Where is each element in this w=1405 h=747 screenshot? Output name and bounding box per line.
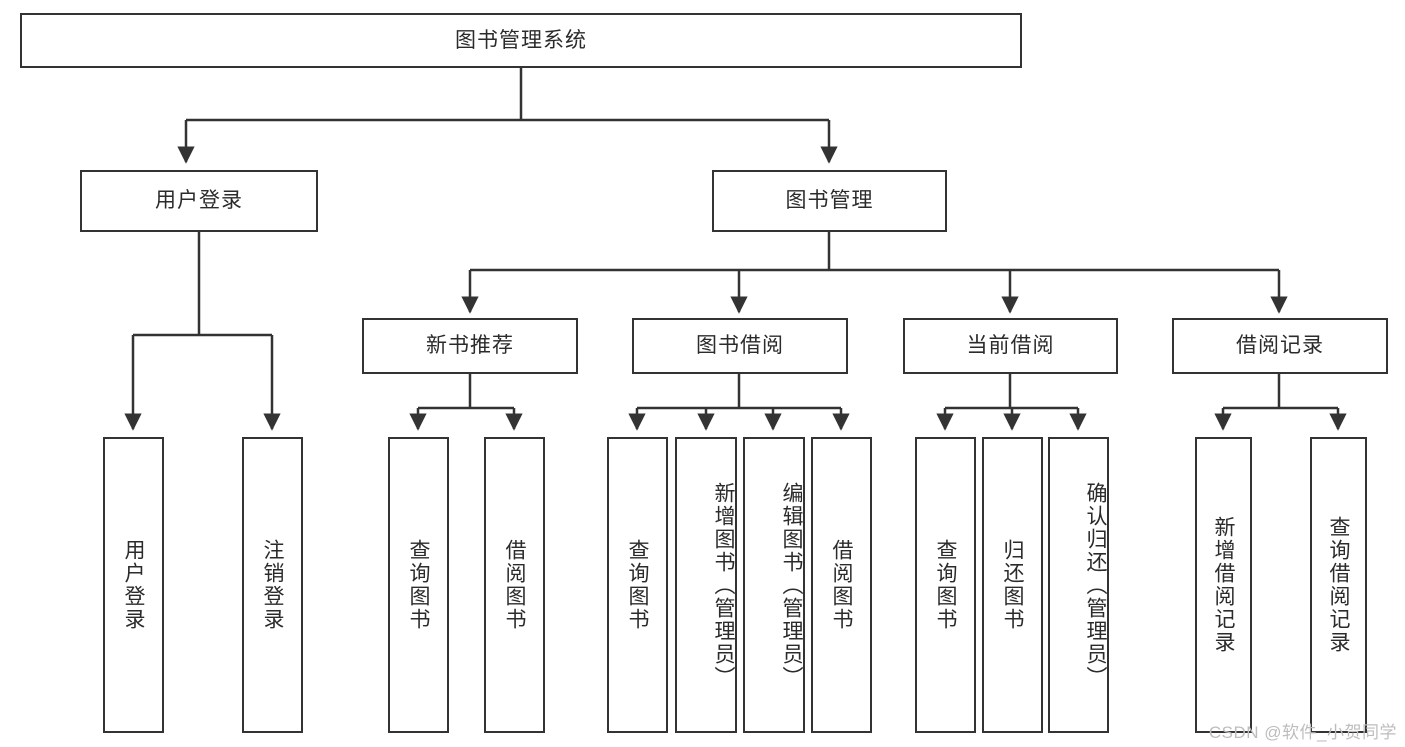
node-label: 归还图书 bbox=[1001, 539, 1025, 631]
node-label: 查询图书 bbox=[626, 539, 650, 631]
node-leaf-query-book-current[interactable]: 查询图书 bbox=[915, 437, 976, 733]
node-label: 当前借阅 bbox=[966, 334, 1055, 358]
node-label: 查询图书 bbox=[407, 539, 431, 631]
node-label: 查询图书 bbox=[934, 539, 958, 631]
node-label: 确认归还（管理员） bbox=[1084, 481, 1107, 689]
node-label: 编辑图书（管理员） bbox=[780, 481, 803, 689]
node-leaf-confirm-return-admin[interactable]: 确认归还（管理员） bbox=[1048, 437, 1109, 733]
node-book-management[interactable]: 图书管理 bbox=[712, 170, 947, 232]
node-label: 用户登录 bbox=[155, 189, 243, 213]
node-label: 新书推荐 bbox=[426, 334, 514, 358]
node-leaf-query-book-borrow[interactable]: 查询图书 bbox=[607, 437, 668, 733]
node-label: 新增图书（管理员） bbox=[712, 481, 735, 689]
node-leaf-logout-login[interactable]: 注销登录 bbox=[242, 437, 303, 733]
node-current-borrow[interactable]: 当前借阅 bbox=[903, 318, 1118, 374]
node-label: 用户登录 bbox=[122, 539, 146, 631]
node-borrow-record[interactable]: 借阅记录 bbox=[1172, 318, 1388, 374]
node-label: 查询借阅记录 bbox=[1327, 516, 1351, 654]
node-root-book-management-system[interactable]: 图书管理系统 bbox=[20, 13, 1022, 68]
node-label: 新增借阅记录 bbox=[1212, 516, 1236, 654]
node-leaf-query-borrow-record[interactable]: 查询借阅记录 bbox=[1310, 437, 1367, 733]
node-label: 注销登录 bbox=[261, 539, 285, 631]
node-leaf-add-book-admin[interactable]: 新增图书（管理员） bbox=[675, 437, 737, 733]
node-user-login[interactable]: 用户登录 bbox=[80, 170, 318, 232]
node-leaf-edit-book-admin[interactable]: 编辑图书（管理员） bbox=[743, 437, 805, 733]
node-label: 图书管理系统 bbox=[455, 28, 587, 52]
node-label: 借阅图书 bbox=[503, 539, 527, 631]
node-label: 借阅记录 bbox=[1236, 334, 1324, 358]
watermark: CSDN @软件_小贺同学 bbox=[1208, 723, 1397, 742]
node-leaf-borrow-book[interactable]: 借阅图书 bbox=[811, 437, 872, 733]
node-leaf-borrow-book-recommend[interactable]: 借阅图书 bbox=[484, 437, 545, 733]
node-leaf-query-book-recommend[interactable]: 查询图书 bbox=[388, 437, 449, 733]
node-leaf-add-borrow-record[interactable]: 新增借阅记录 bbox=[1195, 437, 1252, 733]
node-label: 图书借阅 bbox=[696, 334, 784, 358]
node-label: 借阅图书 bbox=[830, 539, 854, 631]
node-label: 图书管理 bbox=[785, 189, 874, 213]
node-leaf-user-login[interactable]: 用户登录 bbox=[103, 437, 164, 733]
node-new-book-recommend[interactable]: 新书推荐 bbox=[362, 318, 578, 374]
node-leaf-return-book[interactable]: 归还图书 bbox=[982, 437, 1043, 733]
node-book-borrow[interactable]: 图书借阅 bbox=[632, 318, 848, 374]
